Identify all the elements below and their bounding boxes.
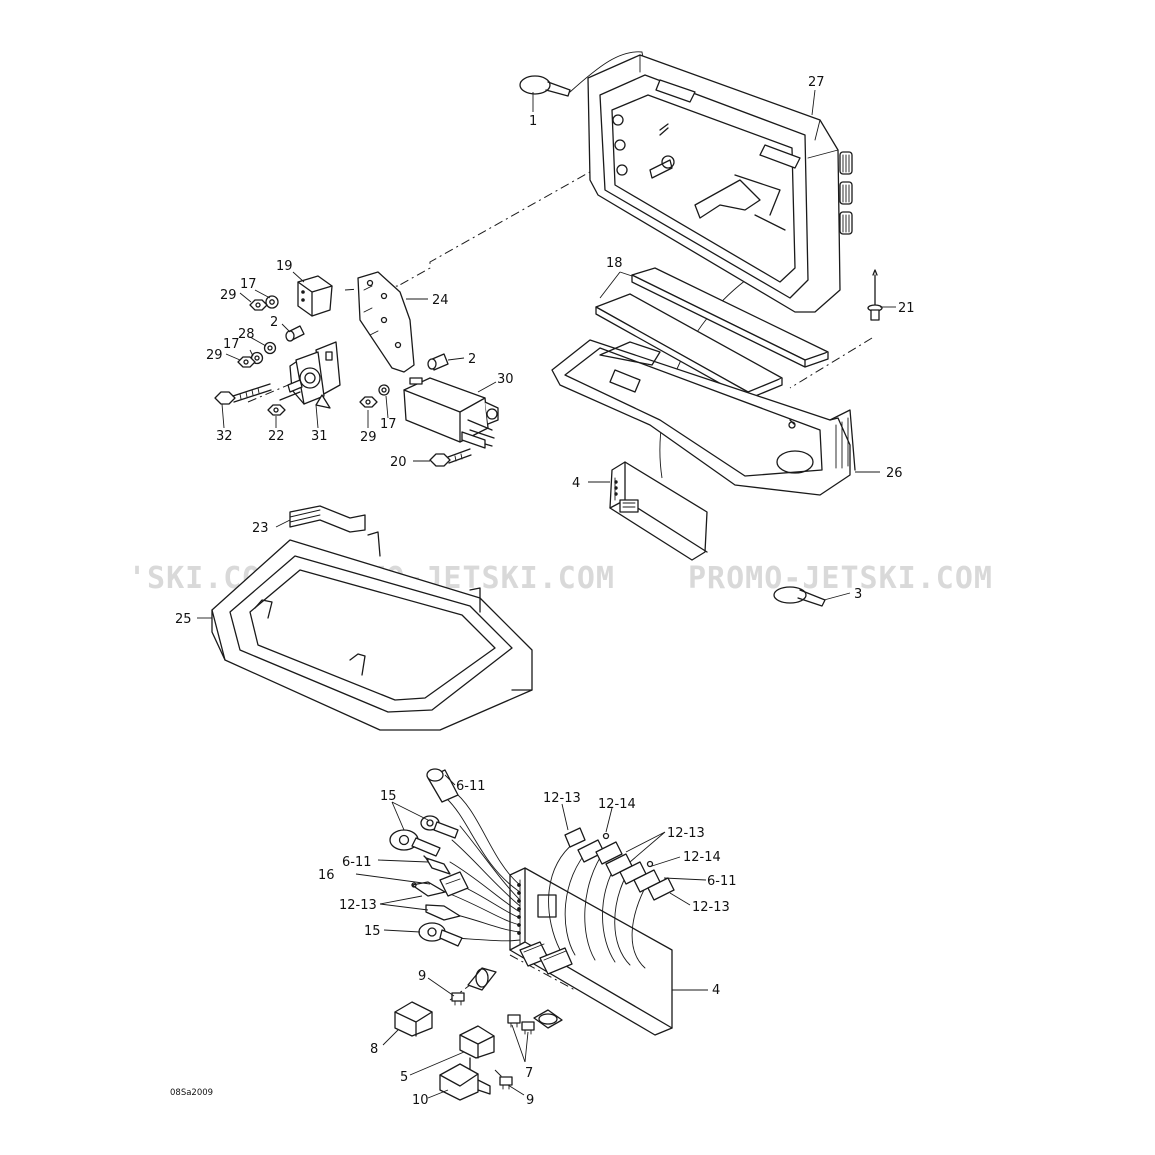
callout-27: 27 <box>808 75 825 90</box>
callout-6-11-left: 6-11 <box>342 855 372 870</box>
box-connectors <box>839 151 853 235</box>
fuse-holder-5 <box>459 1025 495 1071</box>
callout-29-bottom: 29 <box>360 430 377 445</box>
electrical-box-housing <box>587 54 853 313</box>
callout-12-13-right: 12-13 <box>667 826 705 841</box>
callout-17-bottom: 17 <box>380 417 397 432</box>
callout-15-top: 15 <box>380 789 397 804</box>
starter-solenoid <box>287 341 341 409</box>
callout-17-top: 17 <box>240 277 257 292</box>
callout-2-right: 2 <box>468 352 476 367</box>
watermark-text-right: PROMO-JETSKI.COM <box>688 561 993 596</box>
callout-25: 25 <box>175 612 192 627</box>
callout-17-mid: 17 <box>223 337 240 352</box>
callout-23: 23 <box>252 521 269 536</box>
callout-21: 21 <box>898 301 915 316</box>
callout-6-11-top: 6-11 <box>456 779 486 794</box>
fuse-holder-ring <box>467 967 563 1029</box>
callout-7: 7 <box>525 1066 533 1081</box>
fasteners-left <box>237 295 449 408</box>
box-cover <box>551 339 856 496</box>
callout-1: 1 <box>529 114 537 129</box>
callout-31: 31 <box>311 429 328 444</box>
fuse-bracket-10 <box>439 1063 491 1101</box>
callout-9-bottom: 9 <box>526 1093 534 1108</box>
bolt-32 <box>214 383 272 405</box>
callout-9-top: 9 <box>418 969 426 984</box>
callout-16: 16 <box>318 868 335 883</box>
callout-4-upper: 4 <box>572 476 580 491</box>
callout-24: 24 <box>432 293 449 308</box>
strap <box>289 505 366 533</box>
callout-6-11-right: 6-11 <box>707 874 737 889</box>
callout-29-mid: 29 <box>206 348 223 363</box>
callout-8: 8 <box>370 1042 378 1057</box>
ignition-coil <box>403 377 499 449</box>
callout-10: 10 <box>412 1093 429 1108</box>
callout-12-14-top: 12-14 <box>598 797 636 812</box>
callout-2-left: 2 <box>270 315 278 330</box>
drawing-code: 08Sa2009 <box>170 1088 213 1098</box>
callout-15-bottom: 15 <box>364 924 381 939</box>
callout-labels: 1 27 18 21 19 24 17 29 28 2 17 29 2 30 3… <box>175 75 915 1108</box>
relay <box>297 275 333 317</box>
fuses <box>451 992 535 1090</box>
callout-5: 5 <box>400 1070 408 1085</box>
push-pin <box>867 269 883 321</box>
bolt-20 <box>429 448 472 467</box>
battery-tray <box>211 531 533 731</box>
callout-28: 28 <box>238 327 255 342</box>
leader-lines <box>197 89 896 1099</box>
cable-tie-3 <box>773 586 826 607</box>
callout-29-top: 29 <box>220 288 237 303</box>
electronic-module-upper <box>609 461 708 561</box>
callout-20: 20 <box>390 455 407 470</box>
callout-12-13-bottom-right: 12-13 <box>692 900 730 915</box>
callout-12-14-right: 12-14 <box>683 850 721 865</box>
callout-4-lower: 4 <box>712 983 720 998</box>
callout-30: 30 <box>497 372 514 387</box>
callout-32: 32 <box>216 429 233 444</box>
callout-18: 18 <box>606 256 623 271</box>
callout-12-13-left: 12-13 <box>339 898 377 913</box>
mounting-bracket <box>357 271 415 373</box>
callout-22: 22 <box>268 429 285 444</box>
callout-3: 3 <box>854 587 862 602</box>
terminals-left <box>389 768 469 947</box>
terminals-right <box>564 827 675 901</box>
callout-12-13-top: 12-13 <box>543 791 581 806</box>
fuse-cover-8 <box>394 1001 433 1037</box>
nut-22 <box>267 391 301 416</box>
callout-19: 19 <box>276 259 293 274</box>
callout-26: 26 <box>886 466 903 481</box>
foam-pads <box>595 267 829 400</box>
